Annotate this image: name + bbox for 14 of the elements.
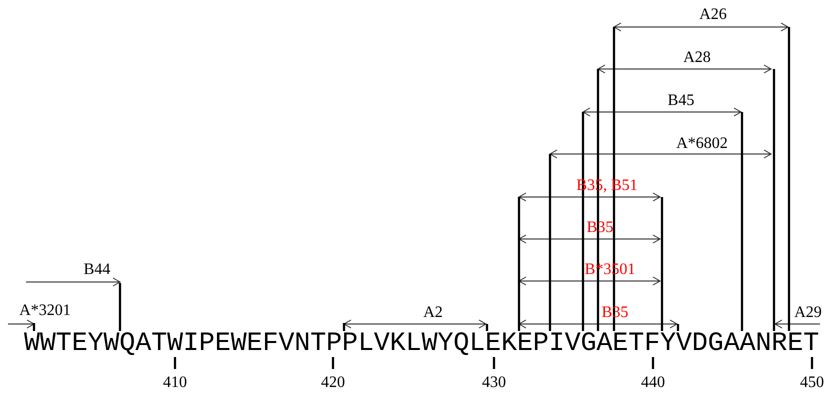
sequence-text: WWTEYWQATWIPEWEFVNTPPLVKLWYQLEKEPIVGAETFYVDGAANRET	[24, 328, 820, 358]
position-number: 440	[641, 374, 665, 392]
epitope-label: A29	[794, 304, 822, 322]
epitope-label: A2	[423, 304, 443, 322]
epitope-label: A26	[699, 6, 727, 24]
epitope-label: A*3201	[19, 302, 71, 320]
epitope-label: A28	[683, 49, 711, 67]
position-number: 430	[482, 374, 506, 392]
position-number: 450	[800, 374, 824, 392]
epitope-label: A*6802	[676, 135, 728, 153]
position-number: 410	[163, 374, 187, 392]
epitope-label: B44	[84, 261, 110, 279]
epitope-label: B45	[668, 92, 694, 110]
position-number: 420	[321, 374, 345, 392]
